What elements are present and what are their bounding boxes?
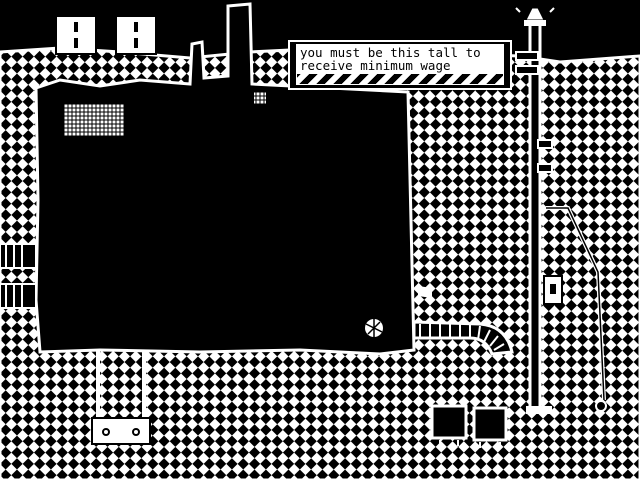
elevator-platform[interactable]: [91, 417, 151, 445]
height-warning-sign: you must be this tall to receive minimum…: [288, 40, 512, 90]
conveyor-pipe: [412, 286, 514, 356]
factory-vent-grille: [64, 104, 124, 136]
sign-text: you must be this tall to receive minimum…: [296, 44, 504, 74]
factory-small-window: [254, 92, 266, 104]
bins: [430, 404, 508, 448]
lamp-icon: [515, 7, 555, 26]
horizon-buildings: [55, 15, 157, 55]
hazard-stripes: [296, 73, 504, 85]
ball-icon[interactable]: [365, 319, 383, 337]
cable: [543, 206, 607, 412]
factory: [34, 2, 416, 356]
cable-end-ring[interactable]: [595, 400, 607, 412]
left-ledges: [0, 243, 37, 309]
elevator[interactable]: [91, 350, 151, 445]
